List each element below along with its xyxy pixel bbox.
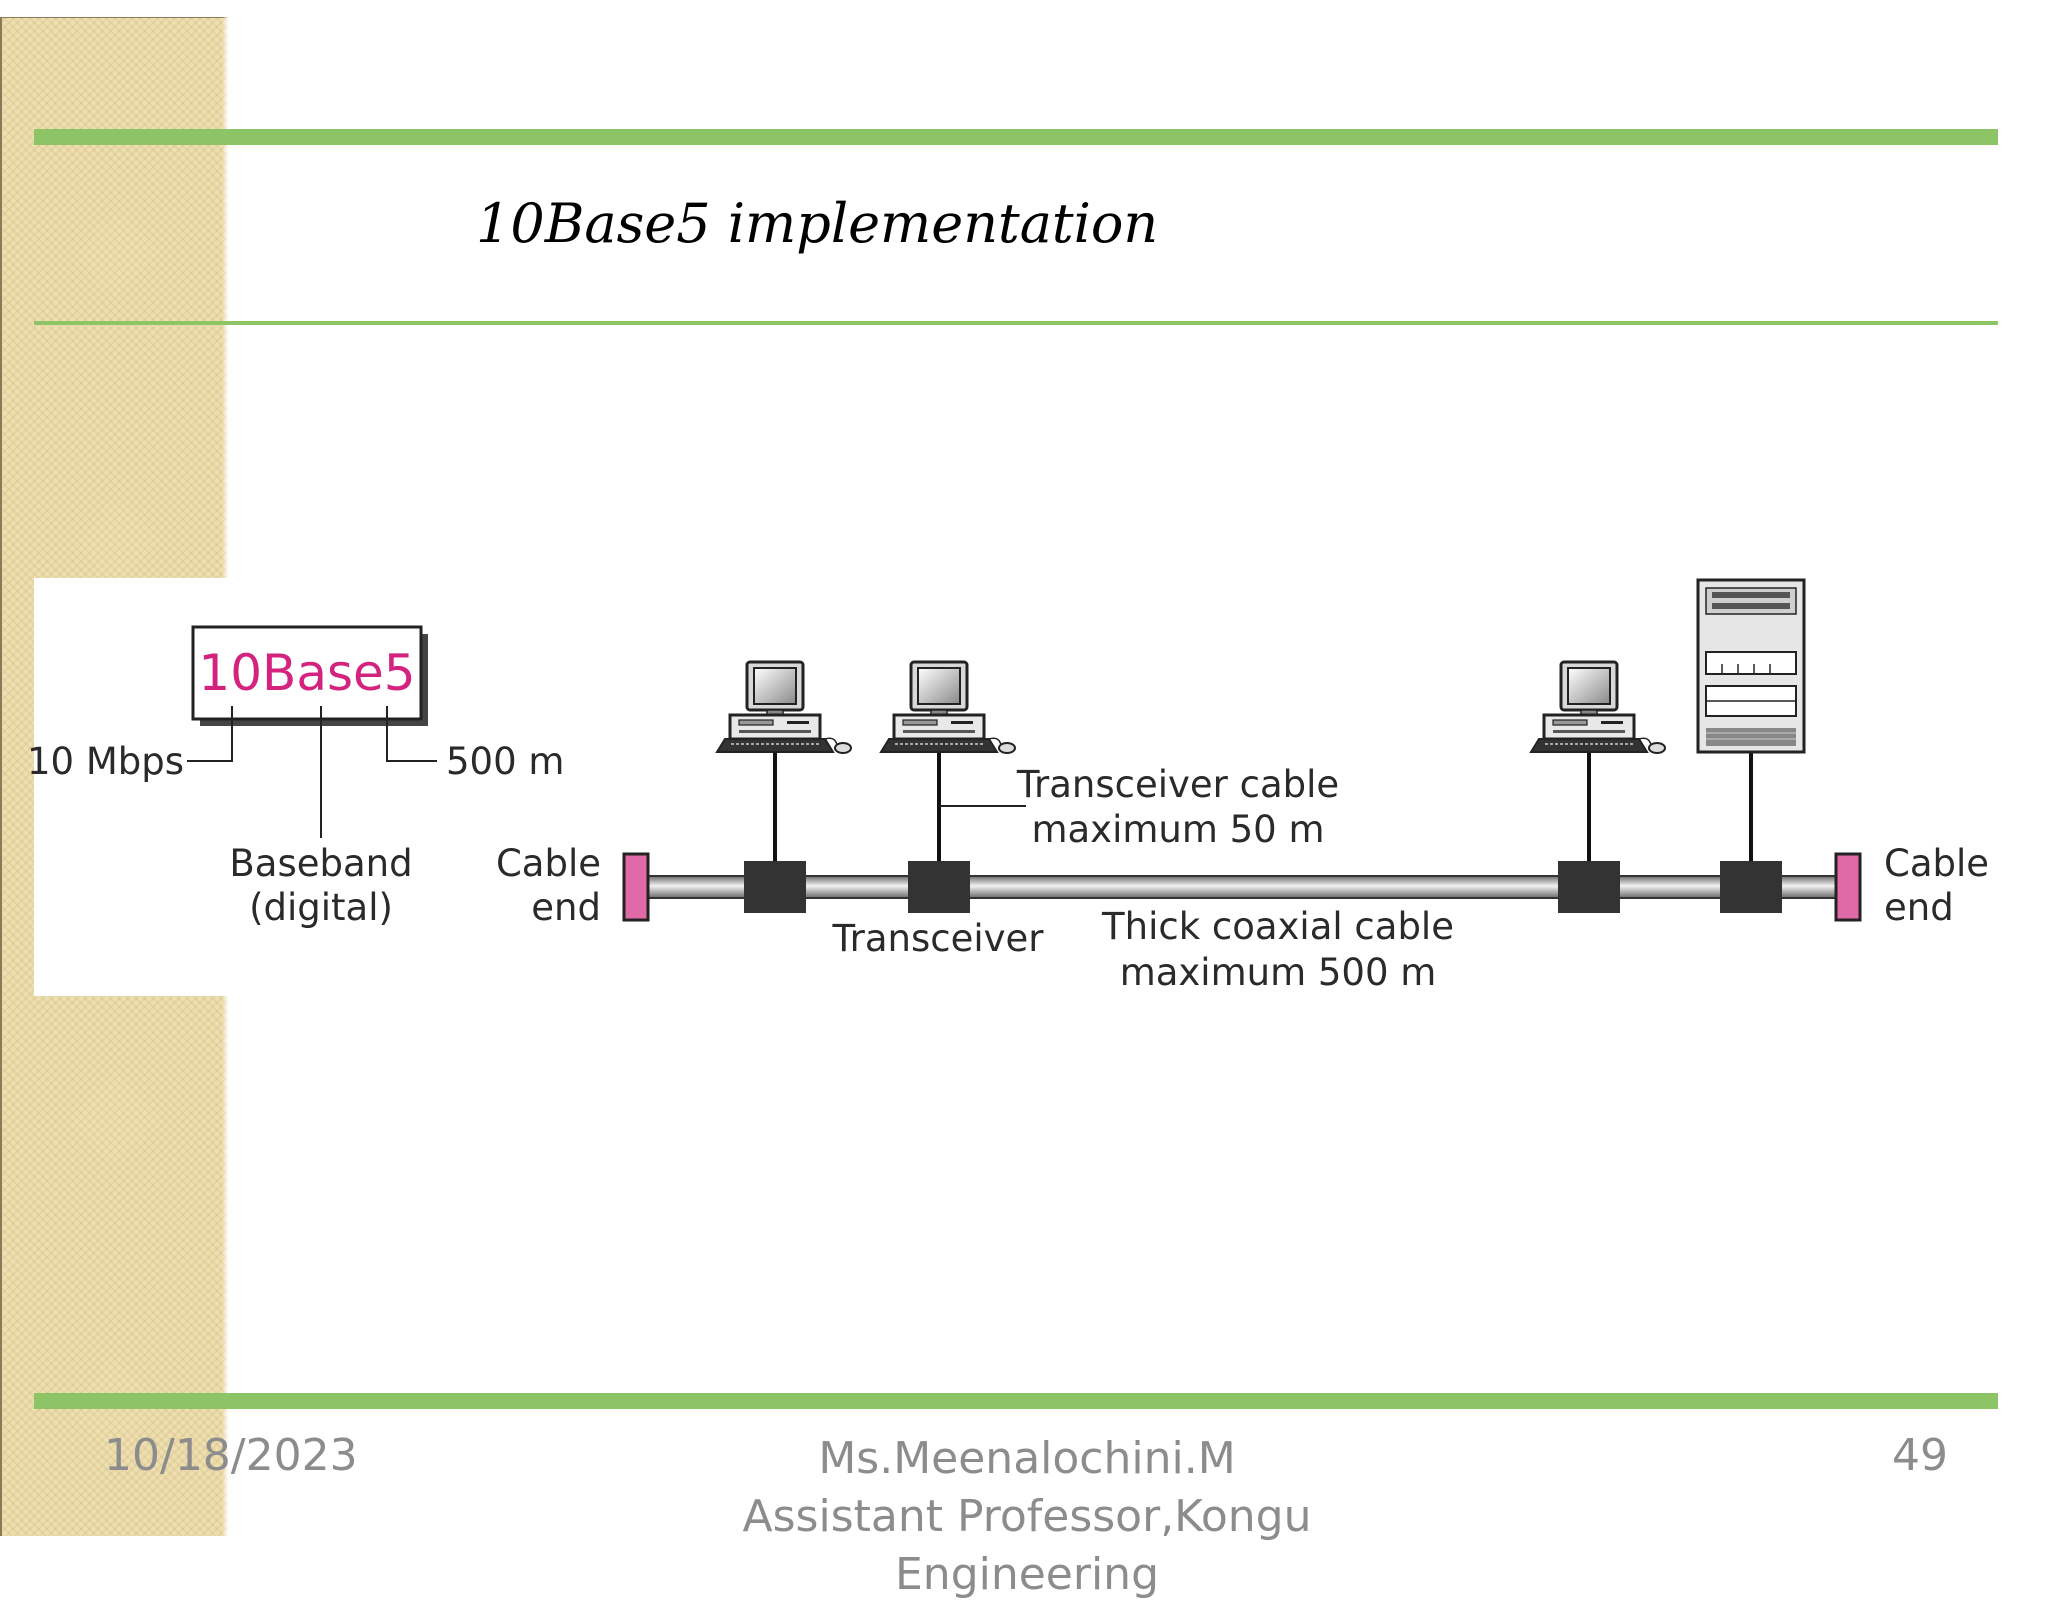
- title-divider-rule: [34, 321, 1998, 325]
- cable-end-left-line2: end: [531, 886, 601, 929]
- transceiver-3: [1558, 861, 1620, 913]
- signal-label-line1: Baseband: [229, 842, 412, 885]
- computer-icon: [879, 660, 1017, 755]
- transceiver-2: [908, 861, 970, 913]
- signal-label-line2: (digital): [249, 886, 393, 929]
- thick-coax-cable: [647, 875, 1847, 899]
- rate-label: 10 Mbps: [27, 740, 184, 783]
- top-accent-rule: [34, 129, 1998, 145]
- server-icon: [1696, 578, 1806, 754]
- transceiver-cable-label-line2: maximum 50 m: [1031, 808, 1324, 851]
- rate-leader-line: [187, 706, 233, 762]
- 10base5-diagram: 10Base5 10 Mbps 500 m Baseband (digital)…: [27, 578, 1989, 994]
- standard-name-box: [191, 625, 423, 721]
- footer-author: Ms.Meenalochini.M Assistant Professor,Ko…: [742, 1433, 1312, 1600]
- right-terminator: [1834, 852, 1862, 922]
- footer-date: 10/18/2023: [104, 1430, 358, 1481]
- transceiver-label: Transceiver: [831, 917, 1044, 960]
- slide-title: 10Base5 implementation: [476, 192, 1159, 255]
- footer-accent-rule: [34, 1393, 1998, 1409]
- computer-icon: [715, 660, 853, 755]
- cable-end-right-line2: end: [1884, 886, 1954, 929]
- cable-end-right-line1: Cable: [1884, 842, 1989, 885]
- transceiver-cable-label-line1: Transceiver cable: [1016, 763, 1339, 806]
- computer-icon: [1529, 660, 1667, 755]
- cable-end-left-line1: Cable: [496, 842, 601, 885]
- transceiver-4: [1720, 861, 1782, 913]
- coax-label-line1: Thick coaxial cable: [1101, 905, 1454, 948]
- length-label: 500 m: [446, 740, 564, 783]
- page-number: 49: [1892, 1430, 1948, 1481]
- left-terminator: [622, 852, 650, 922]
- coax-label-line2: maximum 500 m: [1120, 951, 1437, 994]
- transceiver-1: [744, 861, 806, 913]
- standard-name-text: 10Base5: [198, 644, 415, 702]
- length-leader-line: [386, 706, 437, 762]
